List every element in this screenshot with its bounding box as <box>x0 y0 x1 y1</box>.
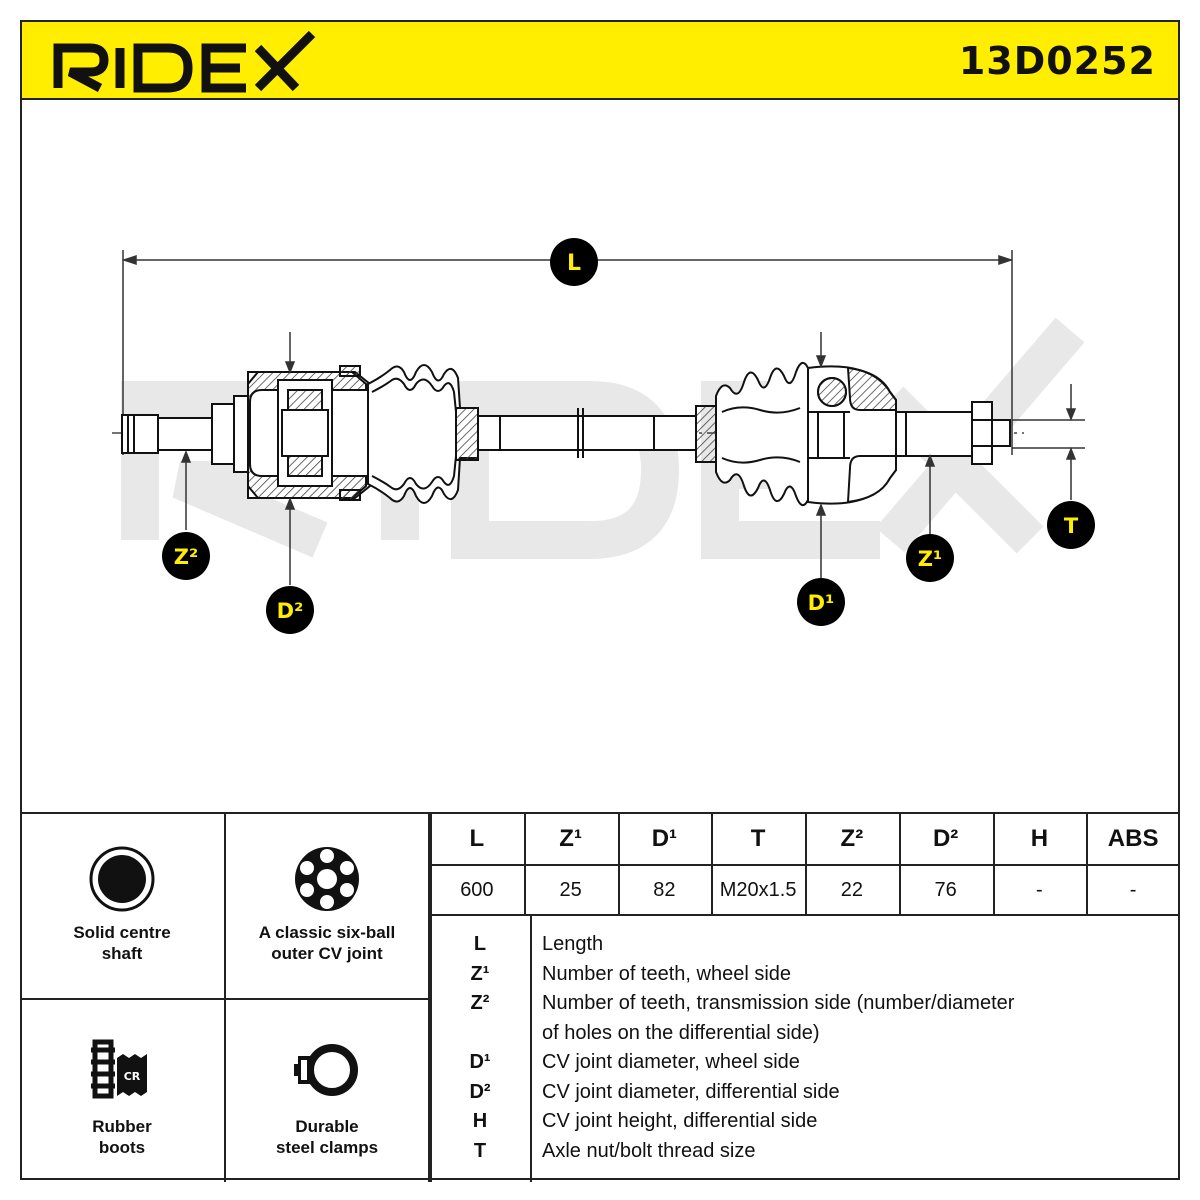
legend-text: Number of teeth, transmission side (numb… <box>542 992 1015 1014</box>
ridex-logo <box>53 30 316 93</box>
spec-column-divider <box>523 814 526 914</box>
legend-text: CV joint diameter, wheel side <box>542 1051 800 1073</box>
spec-header: Z¹ <box>559 825 582 852</box>
legend-text: CV joint diameter, differential side <box>542 1080 840 1103</box>
outer-cv-joint <box>807 365 897 505</box>
feature-label: A classic six-ball outer CV joint <box>258 923 396 963</box>
legend-text: Number of teeth, wheel side <box>542 962 792 985</box>
spec-value: 25 <box>559 879 582 901</box>
legend-key: L <box>473 933 487 955</box>
spec-column-divider <box>711 814 714 914</box>
legend-key: H <box>472 1110 488 1132</box>
feature-divider <box>20 998 430 1000</box>
callout-D2: D² <box>266 586 314 634</box>
legend-key: T <box>473 1139 487 1162</box>
wheel-stub <box>895 401 1011 465</box>
legend-row: L Length <box>430 930 1180 959</box>
legend-row: D¹ CV joint diameter, wheel side <box>430 1048 1180 1077</box>
rubber-boot-icon: CR <box>91 1039 147 1099</box>
callout-Z2: Z² <box>162 532 210 580</box>
spec-value: 22 <box>840 879 863 901</box>
solid-shaft-icon <box>89 846 155 912</box>
spec-header: T <box>750 825 766 852</box>
centre-shaft <box>477 408 697 458</box>
legend-row: H CV joint height, differential side <box>430 1107 1180 1136</box>
feature-rubber-boots: CR Rubber boots <box>20 1000 226 1182</box>
legend-border <box>430 916 432 1182</box>
callout-D1: D¹ <box>797 578 845 626</box>
legend-text: of holes on the differential side) <box>542 1021 820 1044</box>
callout-Z1-label: Z¹ <box>918 547 942 571</box>
legend-row: Z¹ Number of teeth, wheel side <box>430 960 1180 989</box>
spec-value: 600 <box>460 879 494 901</box>
legend-row: Z² Number of teeth, transmission side (nu… <box>430 989 1180 1018</box>
legend-row: of holes on the differential side) <box>430 1019 1180 1048</box>
spec-value: - <box>1129 879 1137 901</box>
legend-text: Axle nut/bolt thread size <box>542 1139 756 1162</box>
legend-key: D² <box>469 1080 491 1103</box>
callout-D2-label: D² <box>277 599 304 623</box>
spec-header: L <box>469 825 485 852</box>
callout-L: L <box>550 238 598 286</box>
callout-Z1: Z¹ <box>906 534 954 582</box>
legend-text: Length <box>542 933 604 955</box>
legend-divider <box>530 916 532 1182</box>
feature-label: Durable steel clamps <box>275 1117 379 1157</box>
callout-T-label: T <box>1064 514 1079 538</box>
callout-D1-label: D¹ <box>808 591 835 615</box>
feature-six-ball-joint: A classic six-ball outer CV joint <box>226 814 430 998</box>
six-ball-joint-icon <box>295 847 359 911</box>
callout-L-label: L <box>567 251 581 276</box>
spec-value: 82 <box>653 879 676 901</box>
legend-row: D² CV joint diameter, differential side <box>430 1078 1180 1107</box>
header-bar: 13D0252 <box>20 20 1180 100</box>
spec-header: D¹ <box>651 825 678 852</box>
feature-label: Rubber boots <box>92 1117 152 1157</box>
cr-badge: CR <box>124 1070 141 1083</box>
info-section: Solid centre shaft A classic six-ball ou… <box>20 812 1180 1182</box>
z2-marker <box>180 449 192 530</box>
spec-value: M20x1.5 <box>719 879 797 901</box>
legend-text: CV joint height, differential side <box>542 1110 818 1132</box>
callout-T: T <box>1047 501 1095 549</box>
spec-column-divider <box>992 814 995 914</box>
spec-column-divider <box>617 814 620 914</box>
spec-table: L 600 Z¹ 25 D¹ 82 T M20x1.5 Z² 22 D² 76 H - ABS - <box>430 814 1180 914</box>
spec-value: - <box>1036 879 1043 901</box>
legend-key: D¹ <box>469 1051 491 1073</box>
spec-column-divider <box>898 814 901 914</box>
drive-shaft-diagram: L Z² D² D¹ Z¹ T <box>112 238 1095 634</box>
spec-value: 76 <box>934 879 957 901</box>
spec-header: H <box>1030 825 1049 852</box>
part-number: 13D0252 <box>958 39 1156 83</box>
z1-marker <box>924 453 936 534</box>
feature-solid-shaft: Solid centre shaft <box>20 814 226 998</box>
legend-key: Z¹ <box>470 962 490 985</box>
spec-column-divider <box>805 814 807 914</box>
spec-header: Z² <box>840 825 864 852</box>
spec-header: D² <box>932 825 959 852</box>
callout-Z2-label: Z² <box>174 545 198 569</box>
d1-marker <box>815 332 827 578</box>
legend-key: Z² <box>470 992 490 1014</box>
legend-row: T Axle nut/bolt thread size <box>430 1137 1180 1166</box>
steel-clamp-icon <box>294 1044 358 1096</box>
feature-label: Solid centre shaft <box>73 923 171 963</box>
inner-boot <box>367 364 479 504</box>
thread-dimension <box>1012 384 1085 500</box>
spec-border <box>430 814 432 914</box>
transmission-stub <box>121 395 249 473</box>
feature-steel-clamps: Durable steel clamps <box>226 1000 430 1182</box>
spec-column-divider <box>1086 814 1089 914</box>
spec-header: ABS <box>1107 825 1159 852</box>
d2-marker <box>284 332 296 585</box>
inner-joint-housing <box>247 365 371 501</box>
